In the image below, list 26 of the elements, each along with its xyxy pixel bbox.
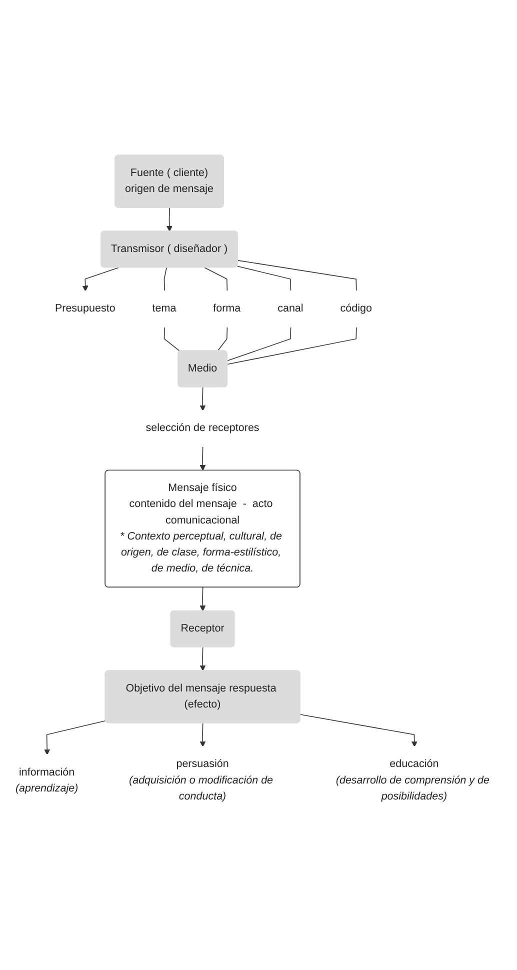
arrow — [200, 722, 206, 747]
node-text: selección de receptores — [146, 422, 260, 434]
node-text: persuasión (adquisición o modificación de conducta) — [129, 758, 274, 802]
connector — [227, 327, 292, 362]
arrow — [44, 720, 106, 756]
arrow — [300, 714, 418, 747]
node-text: tema — [152, 302, 176, 314]
node-text: información (aprendizaje) — [15, 766, 78, 794]
arrow — [200, 386, 206, 412]
arrow — [200, 587, 206, 612]
node-text: forma — [213, 302, 241, 314]
connector — [217, 327, 228, 352]
connector — [227, 327, 357, 365]
node-text: educación (desarrollo de comprensión y de posibilidades) — [336, 758, 490, 802]
connector — [238, 260, 357, 292]
connector — [236, 266, 292, 292]
node-text: canal — [278, 302, 304, 314]
arrow — [200, 646, 206, 672]
arrow — [82, 267, 119, 292]
node-text: Presupuesto — [54, 302, 116, 314]
connector — [204, 267, 228, 292]
arrow — [166, 207, 172, 232]
node-text: código — [340, 302, 372, 314]
arrow — [200, 446, 206, 471]
connector — [164, 267, 167, 292]
connector — [164, 327, 180, 352]
